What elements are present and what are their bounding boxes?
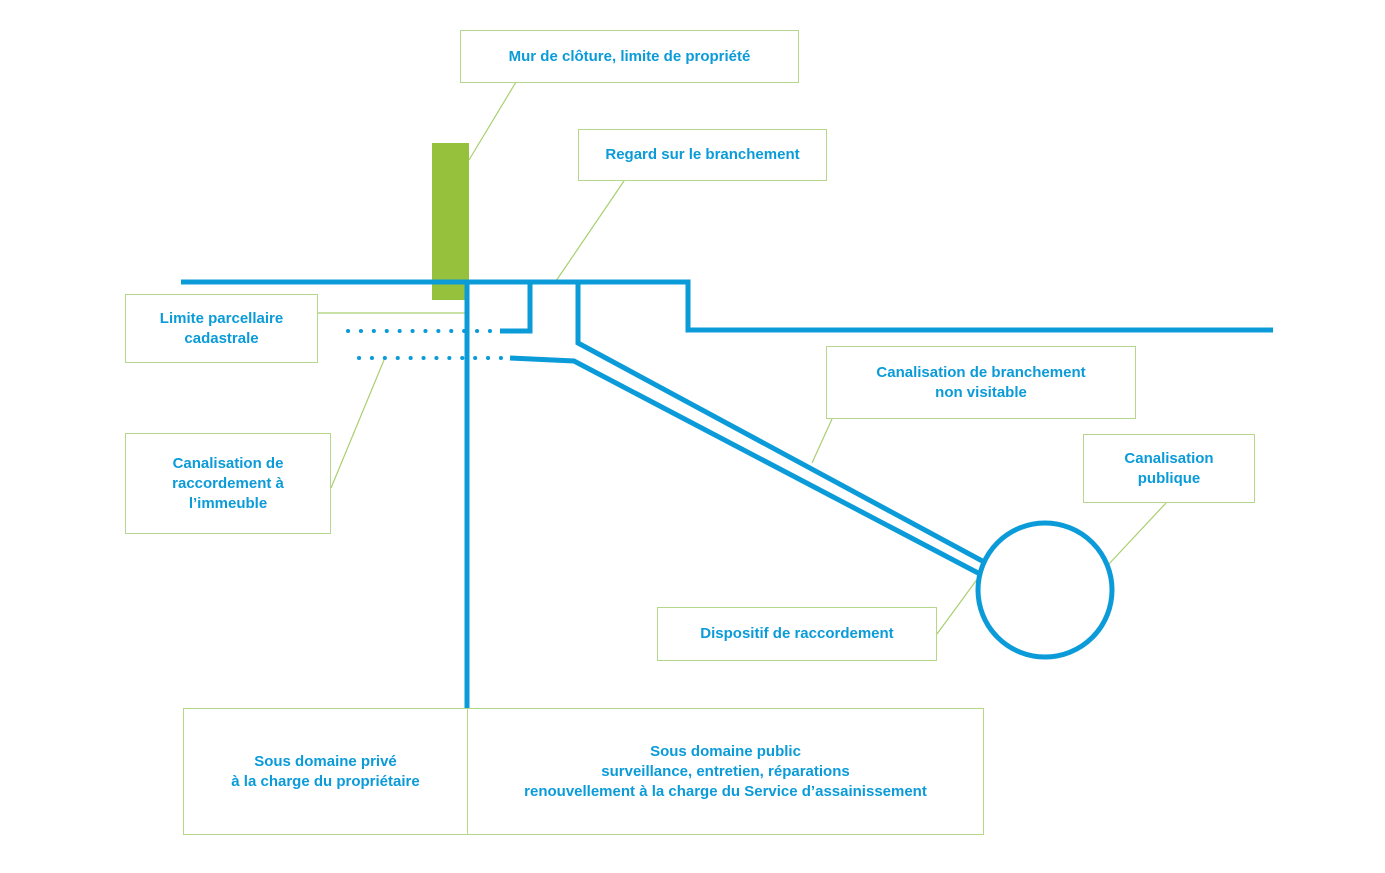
- branch-pipe-lower: [509, 355, 982, 577]
- regard-left-wall: [500, 282, 533, 334]
- leader-regard: [555, 180, 625, 282]
- label-mur-cloture: Mur de clôture, limite de propriété: [460, 30, 799, 83]
- leader-canalisation-branchement: [811, 418, 833, 464]
- leader-canalisation-raccordement: [330, 359, 385, 489]
- label-dispositif: Dispositif de raccordement: [657, 607, 937, 661]
- label-regard: Regard sur le branchement: [578, 129, 827, 181]
- regard-right-wall: [575, 282, 988, 566]
- leader-mur-cloture: [468, 81, 517, 161]
- label-canalisation-branchement: Canalisation de branchement non visitabl…: [826, 346, 1136, 419]
- leader-canalisation-publique: [1107, 502, 1167, 566]
- label-sous-domaine-public: Sous domaine public surveillance, entret…: [467, 708, 984, 835]
- label-canalisation-publique: Canalisation publique: [1083, 434, 1255, 503]
- label-sous-domaine-prive: Sous domaine privé à la charge du propri…: [183, 708, 468, 835]
- ground-surface-line: [181, 279, 1273, 333]
- leader-dispositif: [936, 577, 979, 635]
- label-limite-parcellaire: Limite parcellaire cadastrale: [125, 294, 318, 363]
- pipes: [181, 279, 1273, 710]
- boundary-wall: [432, 143, 469, 300]
- leader-lines: [318, 81, 1167, 635]
- public-main-pipe: [975, 520, 1115, 660]
- label-canalisation-raccordement: Canalisation de raccordement à l’immeubl…: [125, 433, 331, 534]
